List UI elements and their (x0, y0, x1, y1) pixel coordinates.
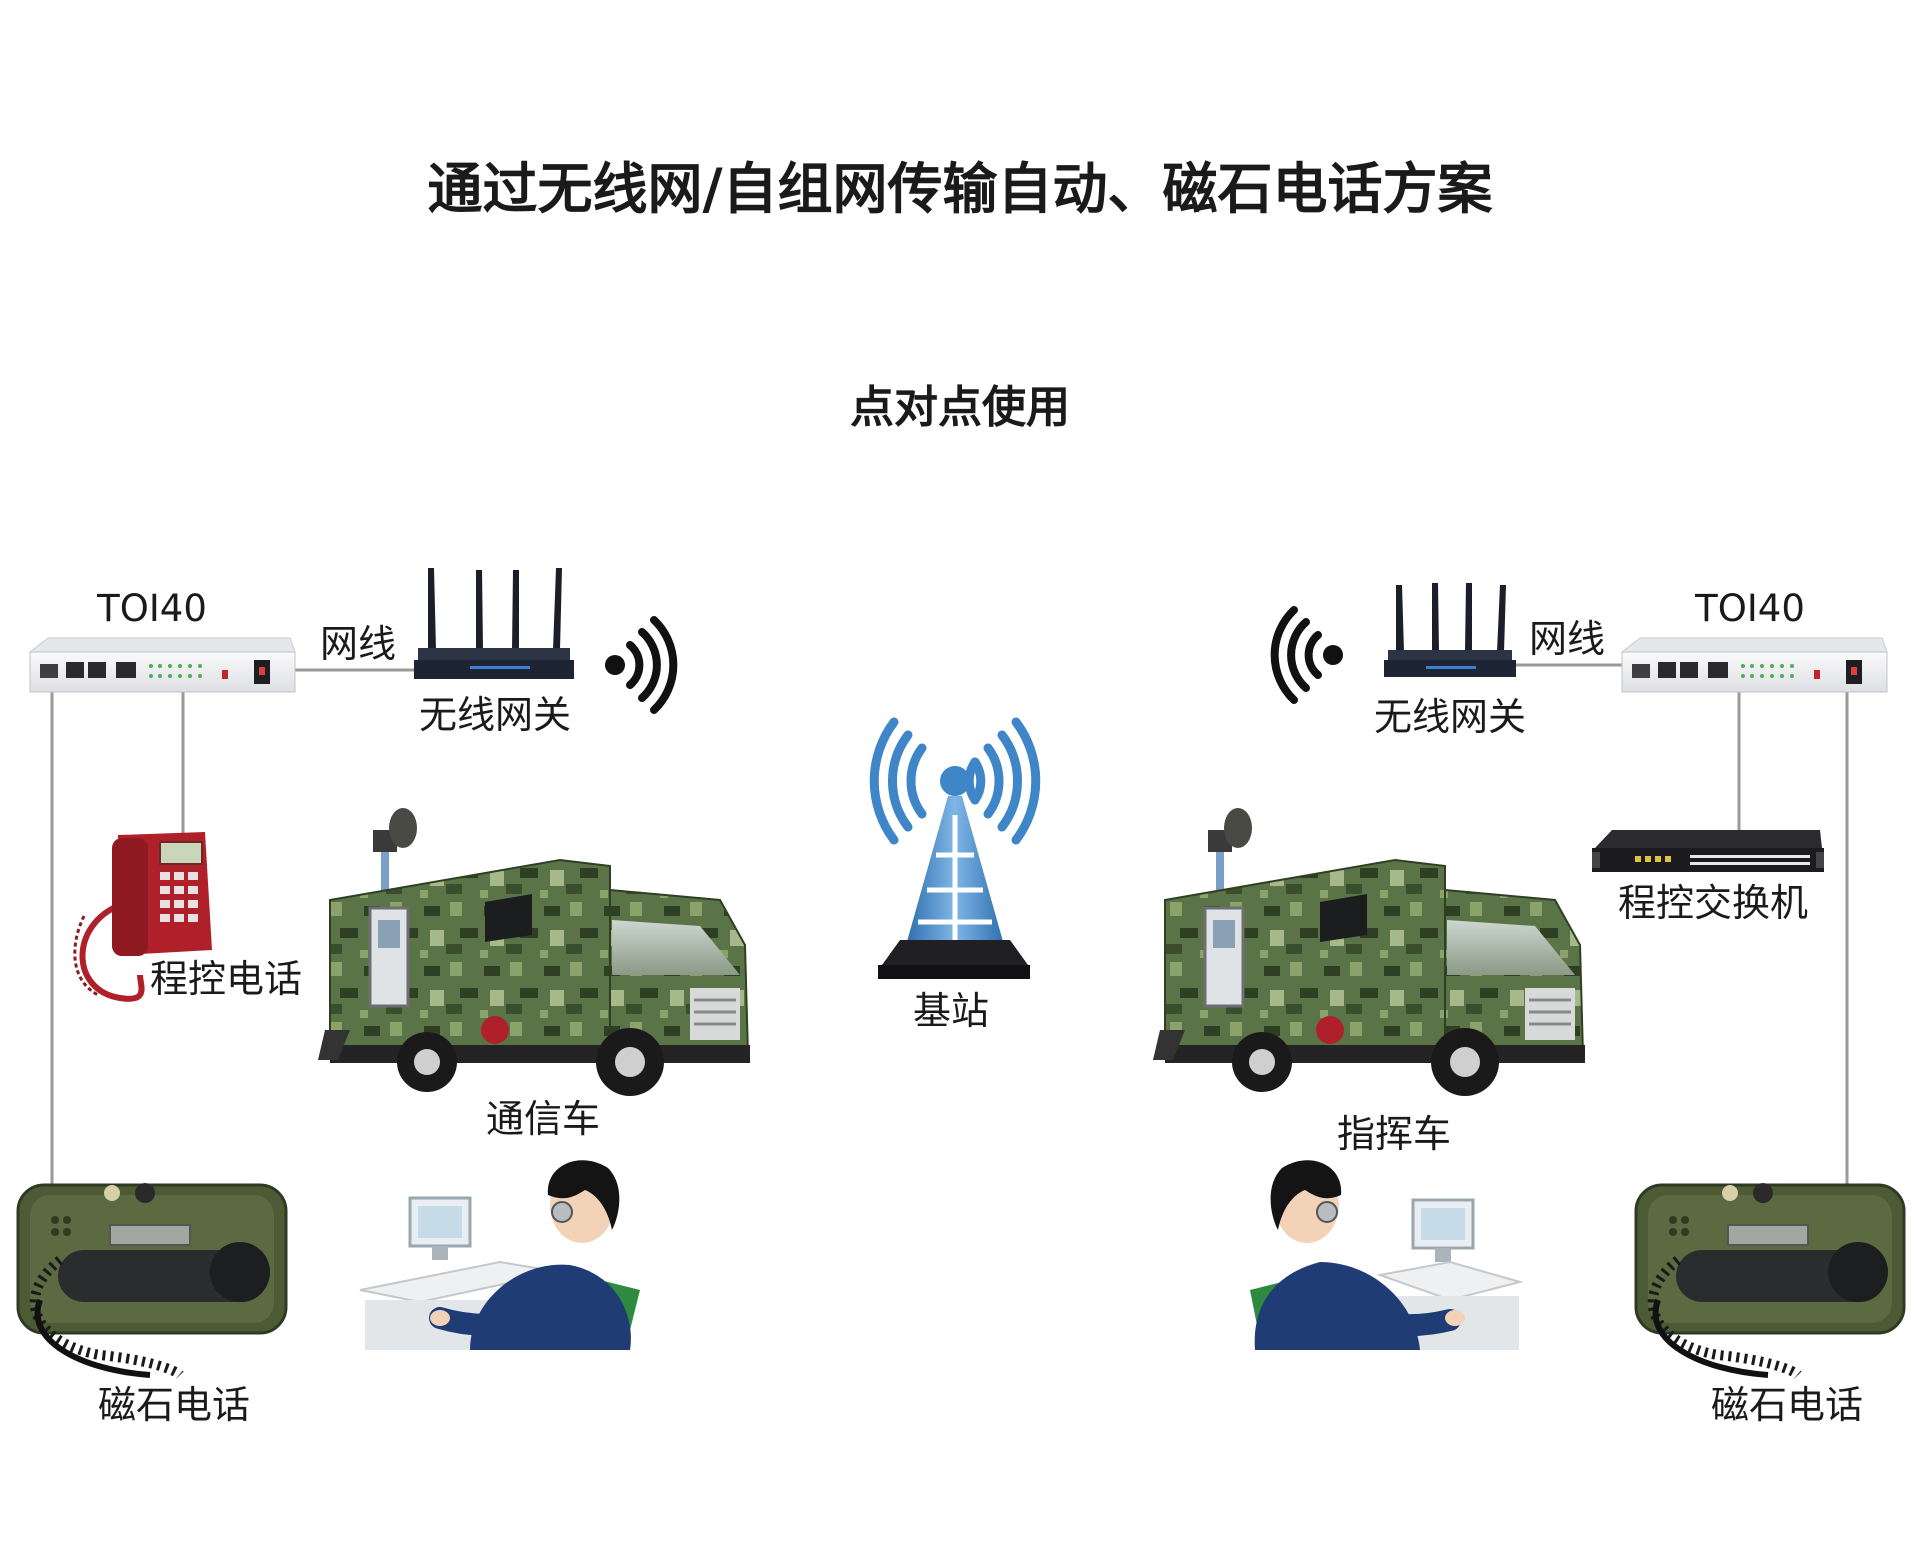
left-device-label: TOI40 (96, 587, 207, 630)
program-phone-icon (73, 832, 212, 1002)
base-station-tower-icon (869, 717, 1041, 979)
left-gateway-label: 无线网关 (419, 693, 571, 737)
communication-truck-label: 通信车 (486, 1097, 600, 1141)
cables (50, 663, 1849, 1185)
left-cable-label: 网线 (320, 622, 396, 666)
command-truck-label: 指挥车 (1337, 1112, 1451, 1156)
base-station-label: 基站 (913, 989, 989, 1033)
page-subtitle: 点对点使用 (850, 382, 1070, 433)
left-operator-icon (359, 1160, 640, 1350)
left-magneto-phone-label: 磁石电话 (98, 1383, 250, 1427)
command-truck-icon (1153, 808, 1585, 1096)
right-wireless-gateway (1384, 583, 1516, 677)
right-wifi-signal-icon (1270, 606, 1343, 704)
right-magneto-phone-label: 磁石电话 (1711, 1383, 1863, 1427)
right-operator-icon (1250, 1160, 1524, 1350)
left-magneto-phone-icon (16, 1183, 288, 1379)
left-toi40-device: TOI40 (28, 587, 296, 693)
right-gateway-label: 无线网关 (1374, 695, 1526, 739)
right-cable-label: 网线 (1529, 617, 1605, 661)
right-toi40-device: TOI40 (1620, 587, 1888, 693)
pbx-switch-icon (1592, 830, 1824, 872)
left-wireless-gateway (414, 568, 574, 679)
left-wifi-signal-icon (605, 616, 678, 714)
right-magneto-phone-icon (1634, 1183, 1906, 1379)
page-title: 通过无线网/自组网传输自动、磁石电话方案 (427, 157, 1493, 221)
program-phone-label: 程控电话 (150, 957, 302, 1001)
pbx-label: 程控交换机 (1618, 881, 1808, 925)
communication-truck-icon (318, 808, 750, 1096)
right-device-label: TOI40 (1694, 587, 1805, 630)
